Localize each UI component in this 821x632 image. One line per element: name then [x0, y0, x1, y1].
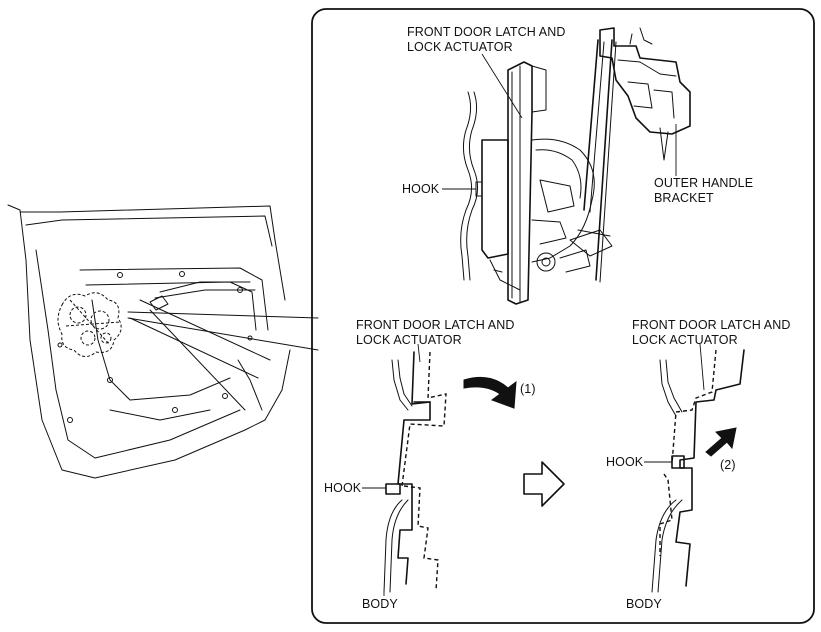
label-body-right: BODY: [626, 597, 662, 611]
leader-latch-top: [481, 53, 523, 119]
push-arrow-icon: [705, 427, 737, 457]
detail-frame: [311, 8, 815, 624]
label-hook-top: HOOK: [402, 182, 440, 196]
leader-latch-right: [699, 343, 705, 391]
label-step2: (2): [720, 458, 736, 472]
label-latch-left-line2: LOCK ACTUATOR: [356, 333, 462, 347]
label-latch-right-line1: FRONT DOOR LATCH AND: [632, 318, 791, 332]
label-latch-right: FRONT DOOR LATCH AND LOCK ACTUATOR: [632, 318, 791, 348]
label-outer-handle-line1: OUTER HANDLE: [654, 176, 754, 190]
label-outer-handle-bracket: OUTER HANDLE BRACKET: [654, 176, 753, 206]
magnify-line-bottom: [127, 317, 319, 351]
rotate-arrow-icon: [463, 376, 517, 409]
label-latch-top-line2: LOCK ACTUATOR: [407, 40, 513, 54]
label-hook-left: HOOK: [324, 481, 362, 495]
step1-illustration: [383, 351, 517, 593]
magnify-line-top: [127, 311, 319, 319]
hollow-right-arrow-icon: [523, 461, 565, 507]
label-latch-top: FRONT DOOR LATCH AND LOCK ACTUATOR: [407, 25, 566, 55]
label-outer-handle-line2: BRACKET: [654, 191, 714, 205]
step2-illustration: [651, 349, 745, 593]
door-panel-illustration: [7, 204, 291, 479]
label-latch-left-line1: FRONT DOOR LATCH AND: [356, 318, 515, 332]
label-step1: (1): [520, 382, 536, 396]
label-latch-top-line1: FRONT DOOR LATCH AND: [407, 25, 566, 39]
leader-latch-left: [417, 343, 421, 363]
label-latch-right-line2: LOCK ACTUATOR: [632, 333, 738, 347]
label-body-left: BODY: [362, 597, 398, 611]
latch-assembly-illustration: [460, 27, 691, 305]
label-latch-left: FRONT DOOR LATCH AND LOCK ACTUATOR: [356, 318, 515, 348]
label-hook-right: HOOK: [606, 455, 644, 469]
